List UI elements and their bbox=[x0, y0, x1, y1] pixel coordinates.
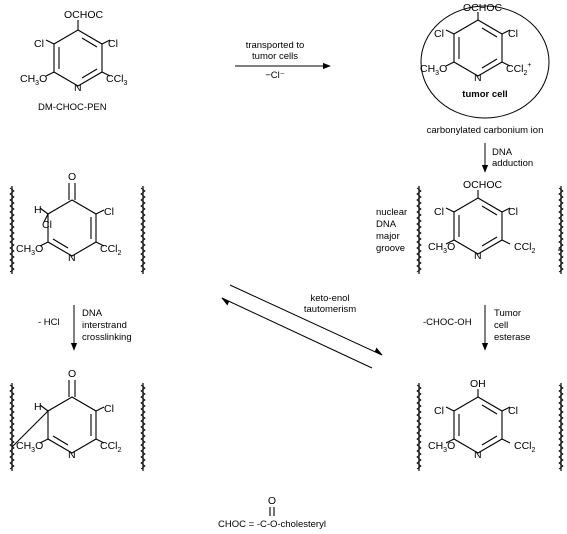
cl-label: Cl bbox=[34, 38, 44, 50]
methoxy-label: CH3O bbox=[428, 440, 455, 454]
tautomer-forward-arrow bbox=[229, 284, 383, 356]
oh-label: OH bbox=[470, 378, 486, 390]
dna-adduct-structure bbox=[445, 190, 561, 255]
transport-label-1: transported to bbox=[246, 40, 305, 51]
cl-label: Cl bbox=[508, 28, 518, 40]
dna-strand bbox=[140, 185, 146, 275]
n-label: N bbox=[68, 449, 76, 461]
n-label: N bbox=[474, 250, 482, 262]
crosslink-label-3: crosslinking bbox=[82, 332, 132, 343]
carbonium-ion-structure bbox=[445, 12, 511, 77]
dna-strand bbox=[558, 382, 564, 472]
esterase-label-3: esterase bbox=[494, 332, 530, 343]
tautomer-reverse-arrow bbox=[221, 297, 373, 369]
ochoc-label: OCHOC bbox=[463, 2, 503, 14]
methoxy-label: CH3O bbox=[420, 63, 447, 77]
groove-label-3: major bbox=[376, 231, 400, 242]
cl-label: Cl bbox=[508, 405, 518, 417]
cl-label: Cl bbox=[104, 206, 114, 218]
cl-label: Cl bbox=[42, 219, 52, 231]
groove-label-1: nuclear bbox=[376, 207, 407, 218]
dna-strand bbox=[416, 185, 422, 275]
dna-strand bbox=[9, 185, 15, 275]
dna-strand bbox=[558, 185, 564, 275]
crosslinked-structure bbox=[11, 379, 105, 454]
ccl3-label: CCl3 bbox=[106, 73, 128, 87]
cl-label: Cl bbox=[104, 403, 114, 415]
hcl-label: - HCl bbox=[38, 317, 60, 328]
tautomer-label-1: keto-enol bbox=[310, 293, 349, 304]
h-label: H bbox=[34, 401, 42, 413]
ccl2-plus-label: CCl2+ bbox=[506, 62, 532, 77]
transport-label-3: −Cl⁻ bbox=[265, 70, 285, 81]
crosslink-label-1: DNA bbox=[82, 308, 103, 319]
dm-choc-pen-structure bbox=[45, 20, 111, 87]
cl-label: Cl bbox=[434, 206, 444, 218]
compound-name: DM-CHOC-PEN bbox=[38, 102, 107, 113]
groove-label-4: groove bbox=[376, 243, 405, 254]
crosslink-label-2: interstrand bbox=[82, 320, 127, 331]
tautomer-label-2: tautomerism bbox=[304, 304, 356, 315]
intermediate-label: carbonylated carbonium ion bbox=[427, 125, 544, 136]
methoxy-label: CH3O bbox=[16, 243, 43, 257]
ccl2-label: CCl2 bbox=[100, 440, 122, 454]
ccl2-label: CCl2 bbox=[514, 440, 536, 454]
footnote: CHOC = -C-O-cholesteryl bbox=[218, 519, 326, 530]
cl-label: Cl bbox=[508, 206, 518, 218]
tumor-cell-outline bbox=[420, 5, 550, 119]
dna-strand bbox=[140, 382, 146, 472]
dna-strand bbox=[416, 382, 422, 472]
footnote-carbonyl-o: O bbox=[268, 495, 276, 507]
esterase-label-1: Tumor bbox=[494, 308, 521, 319]
esterase-label-2: cell bbox=[494, 320, 508, 331]
n-label: N bbox=[474, 72, 482, 84]
cl-label: Cl bbox=[434, 405, 444, 417]
transport-label-2: tumor cells bbox=[252, 51, 298, 62]
adduction-label-1: DNA bbox=[492, 147, 513, 158]
o-label: O bbox=[68, 171, 76, 183]
methoxy-label: CH3O bbox=[16, 440, 43, 454]
tumor-cell-label: tumor cell bbox=[462, 89, 507, 100]
groove-label-2: DNA bbox=[376, 219, 397, 230]
ochoc-label: OCHOC bbox=[463, 179, 503, 191]
keto-adduct-structure bbox=[39, 182, 105, 257]
ochoc-label: OCHOC bbox=[64, 9, 104, 21]
esterase-reagent-label: -CHOC-OH bbox=[423, 317, 472, 328]
n-label: N bbox=[474, 449, 482, 461]
adduction-label-2: adduction bbox=[492, 158, 533, 169]
methoxy-label: CH3O bbox=[428, 241, 455, 255]
cl-label: Cl bbox=[108, 38, 118, 50]
n-label: N bbox=[74, 82, 82, 94]
cl-label: Cl bbox=[434, 28, 444, 40]
ccl2-label: CCl2 bbox=[514, 241, 536, 255]
ccl2-label: CCl2 bbox=[100, 243, 122, 257]
o-label: O bbox=[68, 368, 76, 380]
dna-strand bbox=[9, 382, 15, 472]
methoxy-label: CH3O bbox=[20, 73, 47, 87]
enol-structure bbox=[445, 389, 511, 454]
n-label: N bbox=[68, 252, 76, 264]
h-label: H bbox=[34, 204, 42, 216]
